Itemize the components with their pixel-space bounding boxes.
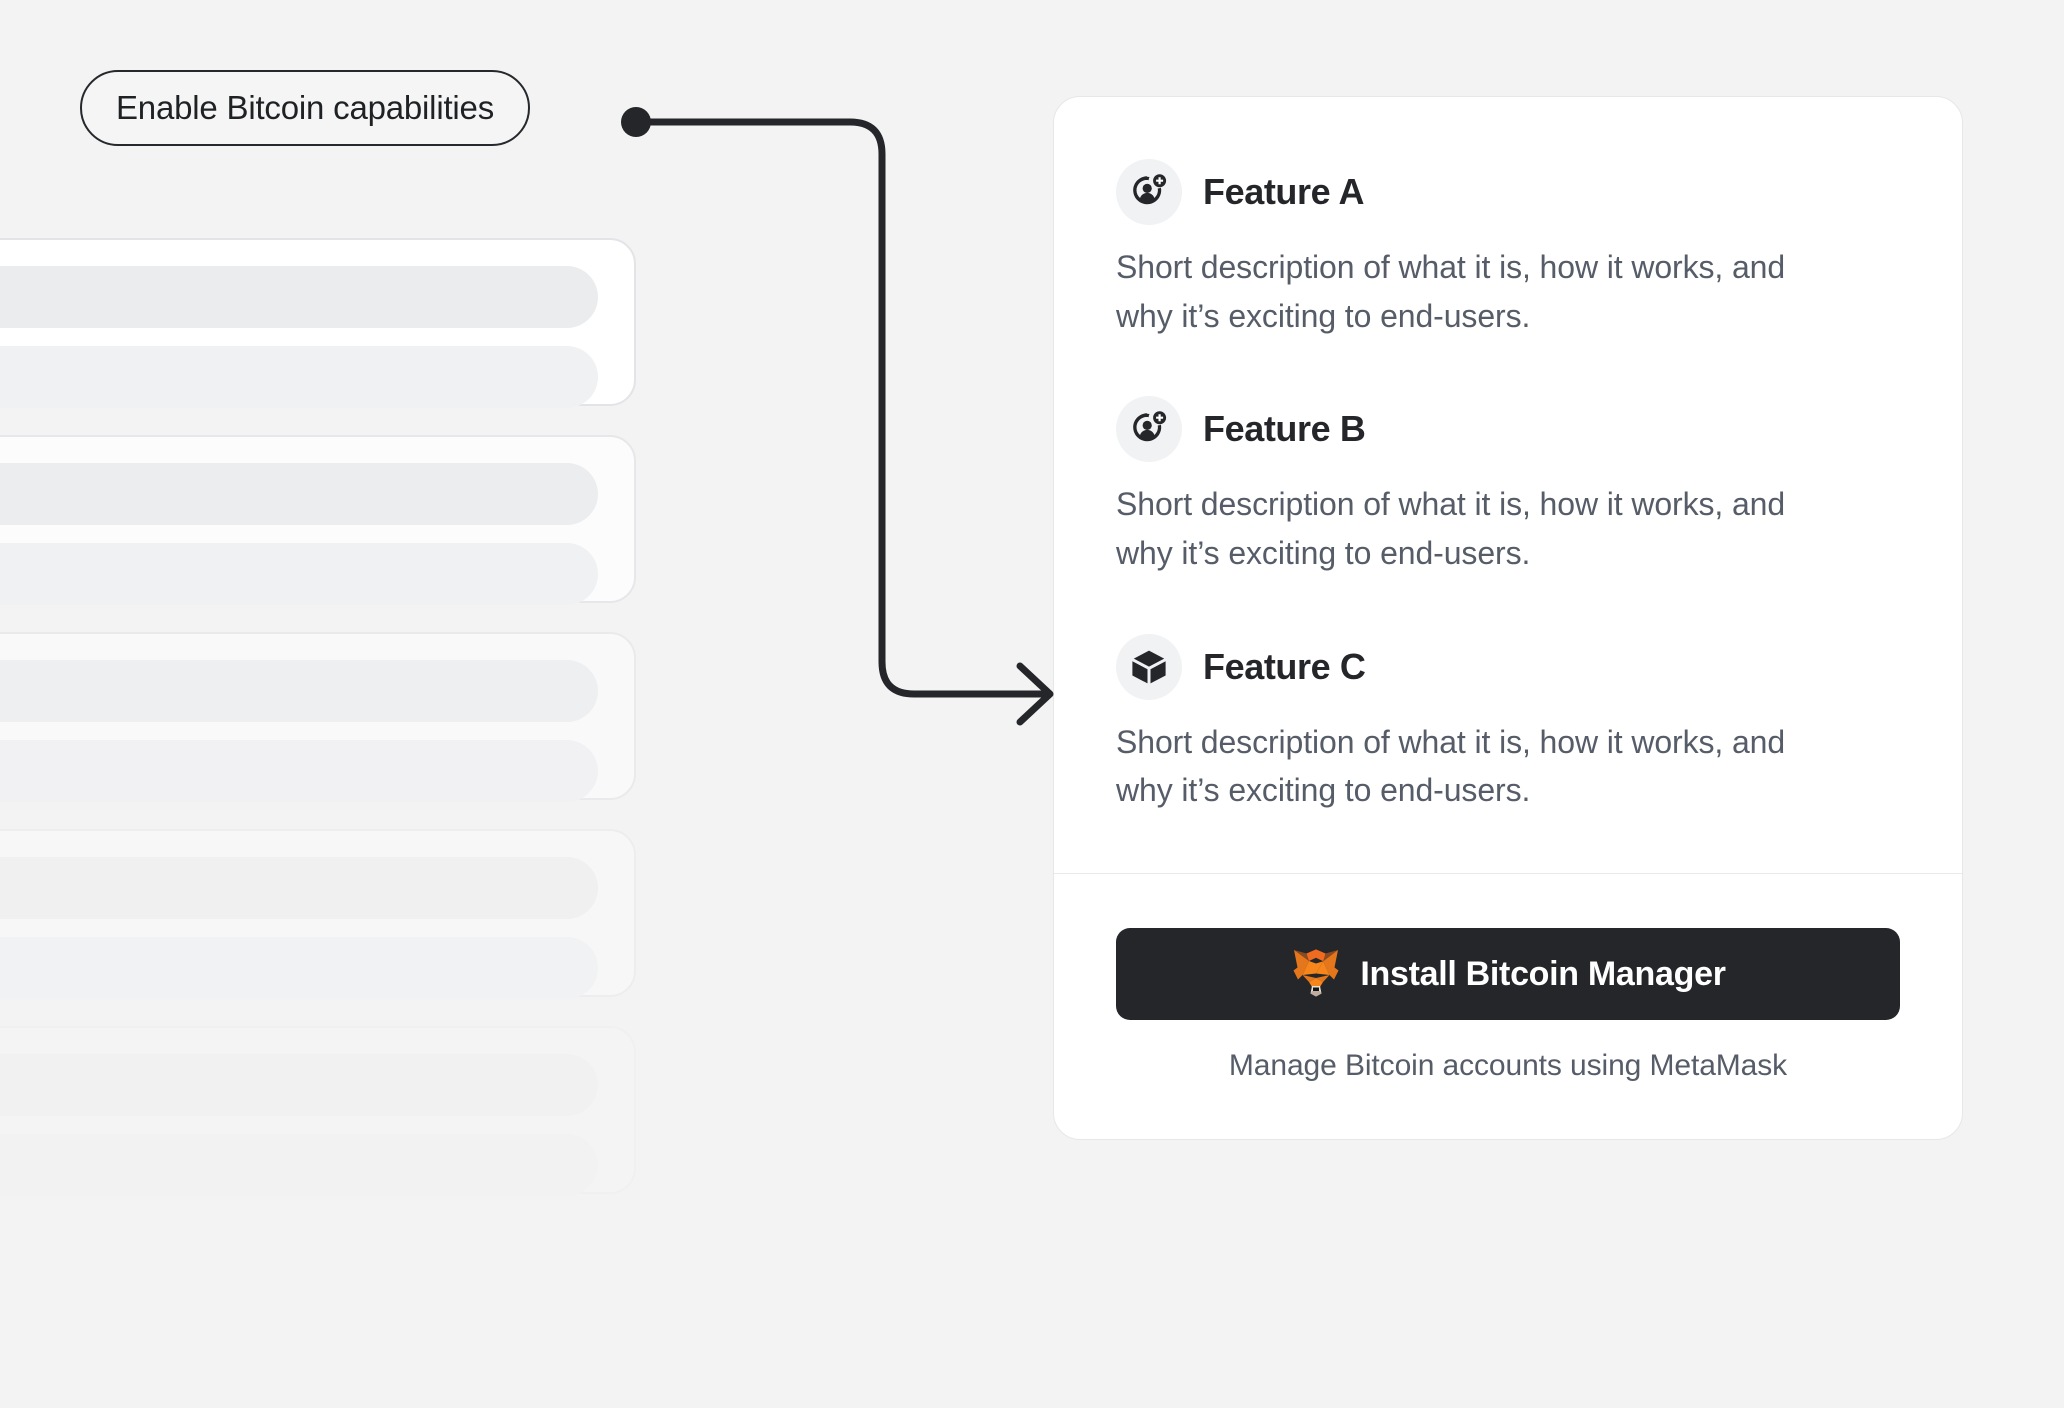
feature-list: Feature A Short description of what it i… (1054, 97, 1962, 873)
skeleton-card (0, 829, 636, 999)
feature-title: Feature C (1203, 645, 1366, 687)
feature-header: Feature A (1116, 159, 1900, 225)
feature-header: Feature C (1116, 633, 1900, 700)
feature-header: Feature B (1116, 396, 1900, 463)
card-divider (1054, 872, 1962, 875)
cube-icon (1116, 633, 1182, 700)
skeleton-bar (0, 660, 598, 722)
bitcoin-feature-card: Feature A Short description of what it i… (1053, 96, 1963, 1141)
feature-item: Feature A Short description of what it i… (1116, 159, 1900, 340)
feature-description: Short description of what it is, how it … (1116, 486, 1786, 571)
skeleton-bar (0, 463, 598, 525)
skeleton-card (0, 1026, 636, 1196)
feature-title: Feature B (1203, 408, 1366, 450)
skeleton-card (0, 435, 636, 605)
skeleton-bar (0, 740, 598, 802)
callout-enable-bitcoin-capabilities[interactable]: Enable Bitcoin capabilities (80, 70, 530, 146)
feature-title: Feature A (1203, 171, 1365, 212)
callout-label: Enable Bitcoin capabilities (116, 89, 494, 126)
skeleton-bar (0, 543, 598, 605)
feature-description: Short description of what it is, how it … (1116, 249, 1786, 334)
skeleton-bar (0, 937, 598, 999)
feature-item: Feature B Short description of what it i… (1116, 396, 1900, 577)
connector-dot (621, 107, 651, 137)
metamask-fox-icon (1290, 948, 1342, 1001)
feature-description: Short description of what it is, how it … (1116, 723, 1786, 809)
skeleton-card (0, 238, 636, 408)
feature-item: Feature C Short description of what it i… (1116, 633, 1900, 815)
footer-note: Manage Bitcoin accounts using MetaMask (1228, 1049, 1788, 1083)
skeleton-bar (0, 1134, 598, 1196)
skeleton-bar (0, 1054, 598, 1116)
skeleton-bar (0, 857, 598, 919)
add-account-icon (1116, 159, 1182, 225)
skeleton-bar (0, 346, 598, 408)
install-button-label: Install Bitcoin Manager (1360, 954, 1726, 993)
skeleton-card (0, 632, 636, 802)
install-bitcoin-manager-button[interactable]: Install Bitcoin Manager (1116, 928, 1900, 1021)
card-footer: Install Bitcoin Manager Manage Bitcoin a… (1054, 874, 1962, 1139)
add-account-icon (1116, 396, 1182, 463)
placeholder-account-list (0, 238, 636, 1223)
skeleton-bar (0, 266, 598, 328)
